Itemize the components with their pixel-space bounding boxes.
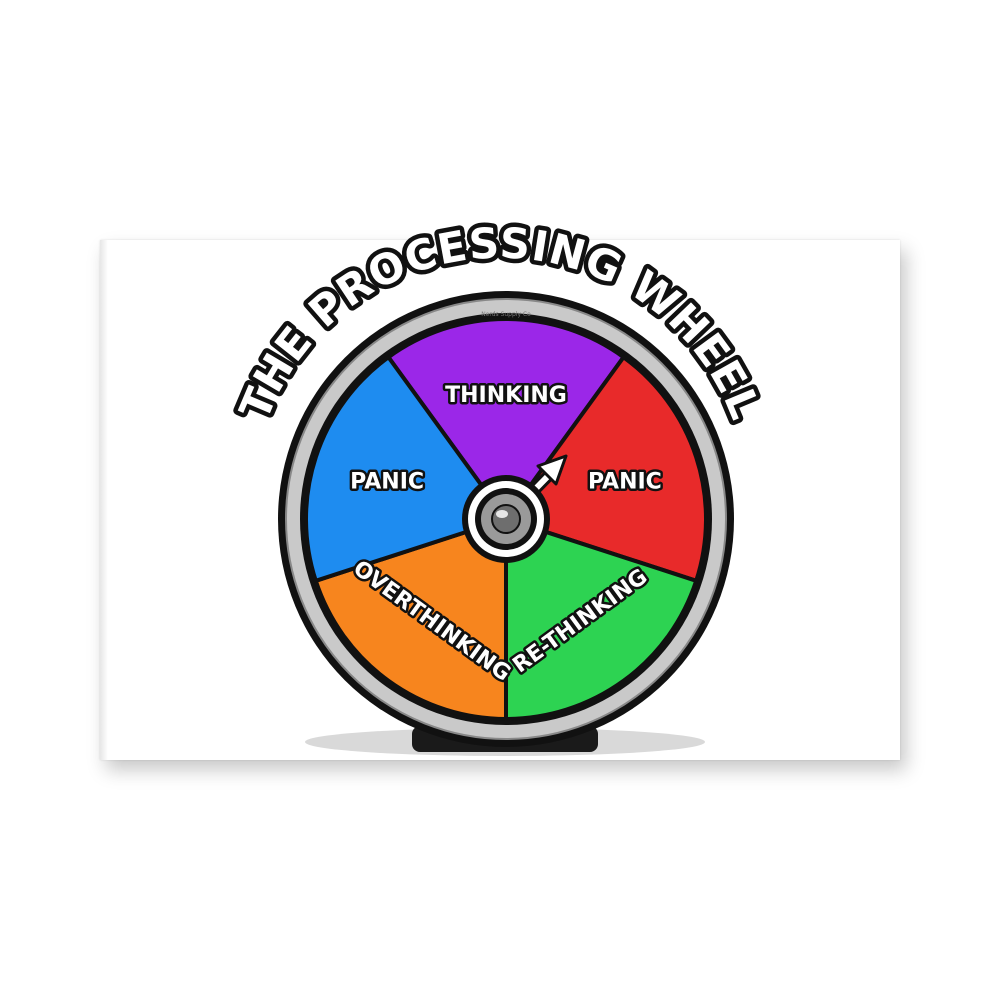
wheel-segment bbox=[504, 355, 708, 583]
wheel-segment-label: THINKING bbox=[445, 383, 567, 408]
hub-icon bbox=[462, 475, 550, 563]
wheel-segment bbox=[304, 355, 508, 583]
wheel-segment bbox=[313, 517, 508, 721]
wheel-segment-label: PANIC bbox=[588, 469, 662, 494]
maker-mark: Nerds Supply Co bbox=[481, 311, 531, 318]
wheel-segment-label: PANIC bbox=[350, 469, 424, 494]
canvas-edge bbox=[100, 240, 108, 760]
wheel-segment bbox=[386, 317, 626, 521]
wheel-segment bbox=[504, 517, 699, 721]
wheel-segments bbox=[304, 317, 708, 721]
